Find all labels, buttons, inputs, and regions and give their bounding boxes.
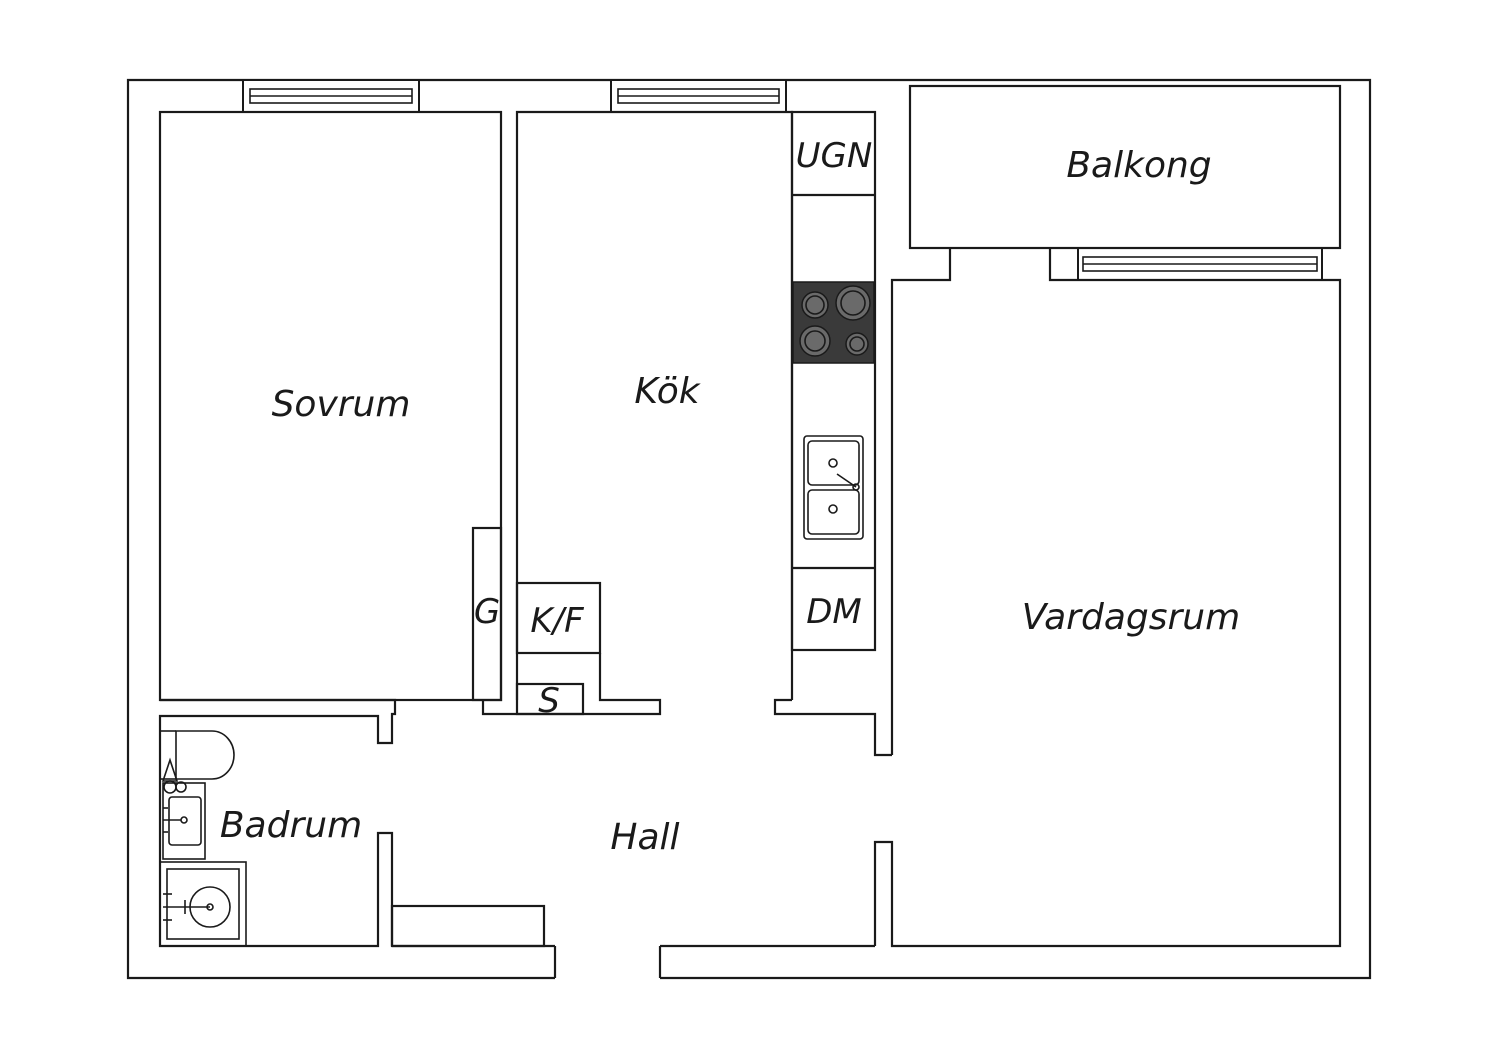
room-hall — [390, 904, 875, 948]
label-vardagsrum: Vardagsrum — [1022, 597, 1240, 638]
label-balkong: Balkong — [1066, 145, 1211, 186]
shower-icon — [159, 861, 247, 947]
label-kok: Kök — [634, 371, 701, 412]
window-sovrum — [242, 79, 420, 113]
label-sovrum: Sovrum — [272, 384, 411, 425]
stove-icon — [792, 281, 875, 364]
kitchen-counter — [790, 110, 877, 652]
toilet-icon — [160, 730, 235, 794]
washbasin-icon — [162, 782, 206, 860]
label-badrum: Badrum — [220, 805, 362, 846]
room-kok — [481, 110, 892, 757]
closet-s — [515, 682, 585, 716]
label-g: G — [474, 592, 500, 632]
balcony — [908, 78, 1342, 250]
outer-wall — [126, 78, 1372, 980]
room-vardagsrum — [873, 248, 1342, 948]
label-ugn: UGN — [796, 136, 873, 176]
fridge-freezer — [515, 581, 602, 655]
room-badrum — [158, 698, 397, 948]
label-s: S — [538, 681, 560, 721]
wardrobe-g — [471, 526, 503, 702]
window-vardagsrum — [1077, 247, 1323, 281]
label-kf: K/F — [530, 601, 584, 641]
kitchen-sink-icon — [803, 435, 864, 540]
label-hall: Hall — [610, 817, 679, 858]
window-kok — [610, 79, 787, 113]
label-dm: DM — [806, 592, 862, 632]
